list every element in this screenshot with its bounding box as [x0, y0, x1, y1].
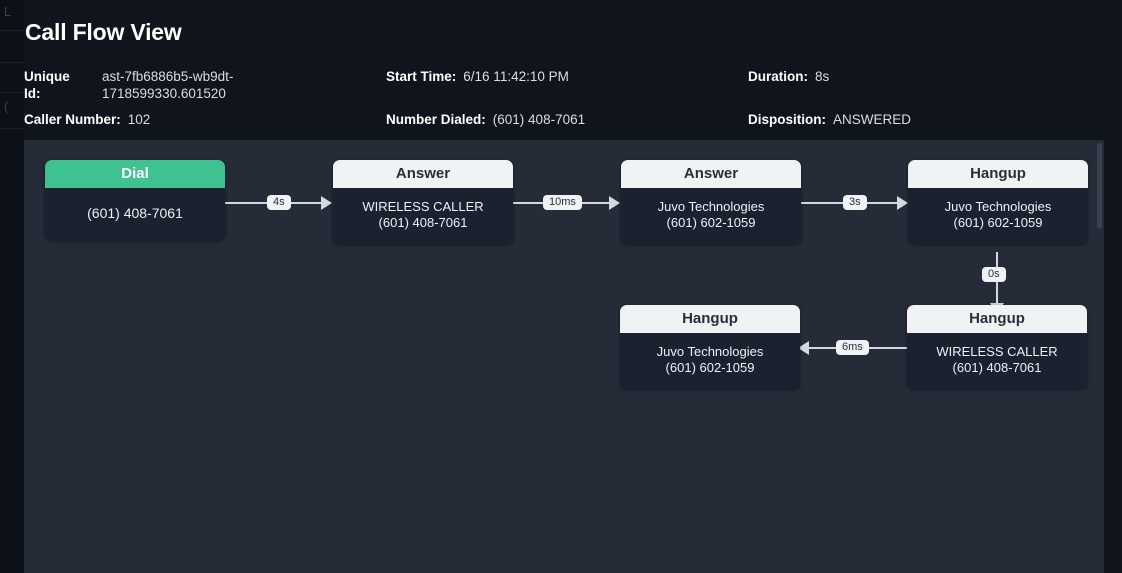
unique-id-value: ast-7fb6886b5-wb9dt- 1718599330.601520: [102, 69, 234, 101]
page-title: Call Flow View: [25, 19, 182, 45]
disposition-label: Disposition:: [748, 112, 826, 127]
unique-id-label: Unique Id:: [24, 69, 70, 101]
edge-label: 0s: [982, 267, 1006, 282]
metadata-disposition: Disposition: ANSWERED: [748, 111, 911, 128]
flow-node-hangup-juvo-bottom[interactable]: Hangup Juvo Technologies (601) 602-1059: [620, 305, 800, 389]
flow-node-hangup-wireless-caller[interactable]: Hangup WIRELESS CALLER (601) 408-7061: [907, 305, 1087, 389]
flow-node-header: Hangup: [907, 305, 1087, 333]
arrow-right-icon: [609, 196, 620, 210]
start-time-value: 6/16 11:42:10 PM: [463, 69, 569, 84]
metadata-caller-number: Caller Number: 102: [24, 111, 150, 128]
ghost-divider: [0, 30, 24, 31]
metadata-number-dialed: Number Dialed: (601) 408-7061: [386, 111, 585, 128]
metadata-start-time: Start Time: 6/16 11:42:10 PM: [386, 68, 569, 85]
duration-label: Duration:: [748, 69, 808, 84]
arrow-right-icon: [321, 196, 332, 210]
number-dialed-label: Number Dialed:: [386, 112, 486, 127]
edge-label: 3s: [843, 195, 867, 210]
flow-node-answer-juvo[interactable]: Answer Juvo Technologies (601) 602-1059: [621, 160, 801, 244]
flow-node-answer-wireless-caller[interactable]: Answer WIRELESS CALLER (601) 408-7061: [333, 160, 513, 244]
edge-label: 6ms: [836, 340, 869, 355]
background-page-remnant: L (: [0, 0, 24, 573]
ghost-divider: [0, 128, 24, 129]
canvas-scrollbar[interactable]: [1097, 143, 1102, 229]
caller-number-label: Caller Number:: [24, 112, 121, 127]
flow-node-body: Juvo Technologies (601) 602-1059: [944, 199, 1052, 230]
flow-node-body: (601) 408-7061: [87, 205, 183, 221]
flow-node-body: WIRELESS CALLER (601) 408-7061: [362, 199, 484, 230]
ghost-divider: [0, 62, 24, 63]
call-flow-canvas[interactable]: 4s 10ms 3s 0s 6ms Dial (601: [24, 140, 1104, 573]
flow-node-header: Answer: [333, 160, 513, 188]
start-time-label: Start Time:: [386, 69, 457, 84]
ghost-divider: [0, 92, 24, 93]
number-dialed-value: (601) 408-7061: [492, 112, 586, 127]
flow-node-body: Juvo Technologies (601) 602-1059: [657, 199, 765, 230]
arrow-left-icon: [798, 341, 809, 355]
edge-label: 10ms: [543, 195, 582, 210]
flow-node-header: Hangup: [620, 305, 800, 333]
metadata-duration: Duration: 8s: [748, 68, 829, 85]
ghost-glyph-left-mid: (: [4, 99, 9, 114]
flow-node-header: Dial: [45, 160, 225, 188]
arrow-right-icon: [897, 196, 908, 210]
duration-value: 8s: [815, 69, 830, 84]
flow-node-hangup-juvo-top[interactable]: Hangup Juvo Technologies (601) 602-1059: [908, 160, 1088, 244]
page-header: Call Flow View Unique Id: ast-7fb6886b5-…: [24, 0, 1122, 140]
disposition-value: ANSWERED: [833, 112, 912, 127]
flow-node-body: WIRELESS CALLER (601) 408-7061: [936, 344, 1058, 375]
flow-node-body: Juvo Technologies (601) 602-1059: [656, 344, 764, 375]
flow-node-header: Hangup: [908, 160, 1088, 188]
ghost-glyph-left-top: L: [4, 4, 12, 19]
edge-label: 4s: [267, 195, 291, 210]
metadata-unique-id: Unique Id: ast-7fb6886b5-wb9dt- 17185993…: [24, 68, 233, 102]
caller-number-value: 102: [127, 112, 151, 127]
flow-node-dial[interactable]: Dial (601) 408-7061: [45, 160, 225, 240]
flow-node-header: Answer: [621, 160, 801, 188]
